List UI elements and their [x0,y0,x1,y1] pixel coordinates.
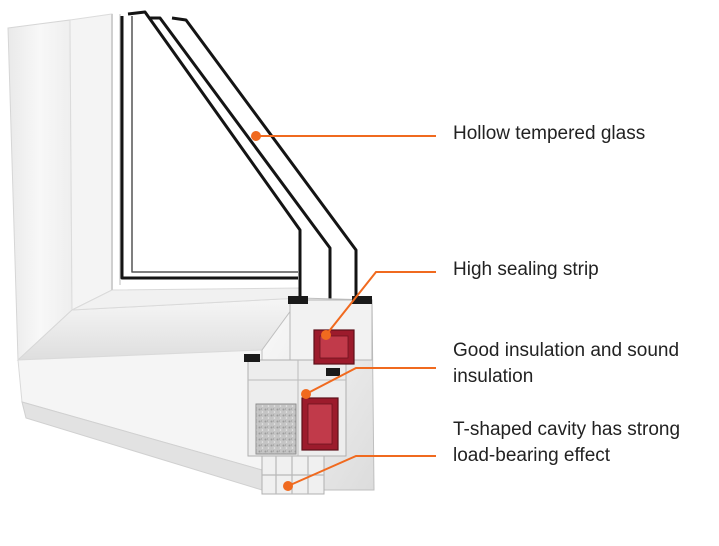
leader-dot-t-cavity [283,481,293,491]
insulation-foam [255,403,297,455]
leader-sealing-strip [325,271,436,336]
window-frame [7,13,302,491]
callout-label-insulation: Good insulation and sound insulation [453,340,680,387]
callout-label-t-cavity: T-shaped cavity has strong load-bearing … [453,419,681,466]
sealing-strip [288,296,308,304]
leader-t-cavity [287,455,436,487]
leader-dot-hollow-glass [251,131,261,141]
leader-dot-sealing-strip [321,330,331,340]
callout-label-hollow-glass: Hollow tempered glass [453,123,646,144]
leader-dot-insulation [301,389,311,399]
callout-label-sealing-strip: High sealing strip [453,259,599,280]
callout-leaders [251,131,436,491]
glass-panes [120,10,358,302]
leader-insulation [305,367,436,395]
